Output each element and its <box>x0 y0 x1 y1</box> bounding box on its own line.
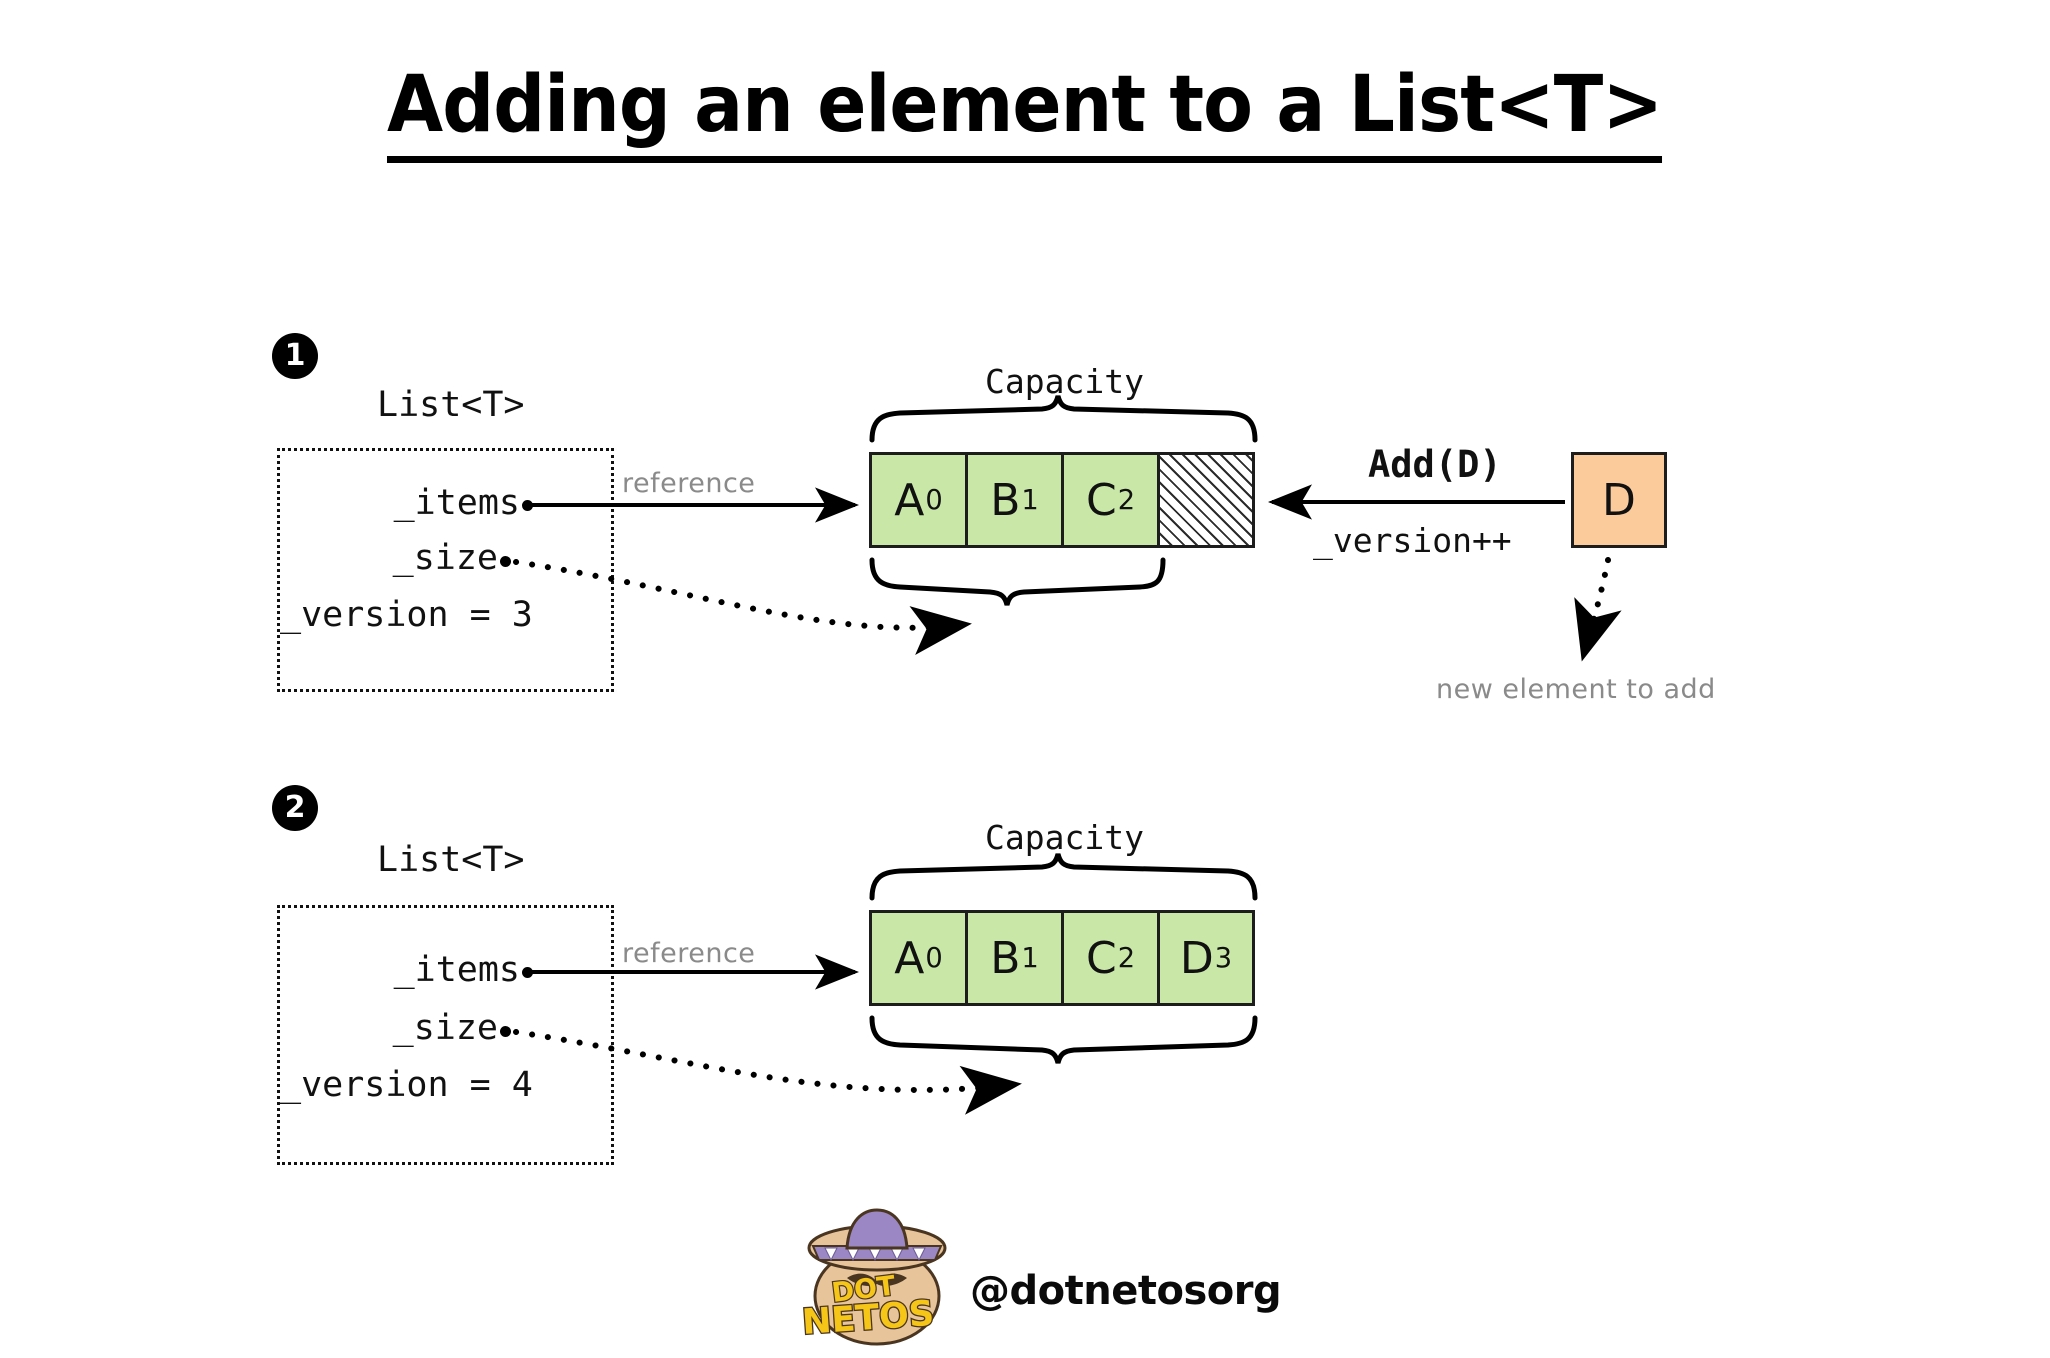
size-anchor-dot-2 <box>500 1026 511 1037</box>
cell-value: C <box>1085 932 1117 984</box>
list-caption-2: List<T> <box>377 840 525 880</box>
cell-index: 1 <box>1021 942 1039 974</box>
capacity-brace-2 <box>869 853 1258 901</box>
operation-label-1: Add(D) <box>1368 443 1502 486</box>
cell-index: 2 <box>1117 484 1136 516</box>
new-element-box: D <box>1571 452 1667 548</box>
size-anchor-dot-1 <box>500 556 511 567</box>
page-title-text: Adding an element to a List<T> <box>387 60 1664 163</box>
field-items-1: _items <box>393 483 520 523</box>
cell-value: A <box>894 474 925 526</box>
reference-label-1: reference <box>622 468 756 499</box>
reference-label-2: reference <box>622 938 756 969</box>
cell-index: 3 <box>1214 942 1233 974</box>
new-element-note: new element to add <box>1436 674 1716 705</box>
items-anchor-dot-2 <box>522 967 533 978</box>
cell-value: A <box>894 932 925 984</box>
field-version-1: _version = 3 <box>280 595 533 635</box>
cell-value: B <box>990 474 1021 526</box>
step-badge-2: 2 <box>272 785 318 831</box>
new-element-pointer <box>1574 557 1622 662</box>
field-version-2: _version = 4 <box>280 1065 533 1105</box>
cell-value: B <box>990 932 1021 984</box>
cell-value: C <box>1085 474 1117 526</box>
cell-index: 0 <box>925 942 943 974</box>
items-anchor-dot-1 <box>522 500 533 511</box>
step-badge-1: 1 <box>272 333 318 379</box>
list-caption-1: List<T> <box>377 385 525 425</box>
dotnetos-logo: DOT NETOS <box>800 1208 947 1346</box>
field-size-2: _size <box>392 1008 498 1048</box>
size-brace-2 <box>869 1015 1258 1064</box>
logo-netos-text: NETOS <box>801 1294 936 1343</box>
array-cell-3-step1-empty <box>1160 455 1252 545</box>
capacity-label-2: Capacity <box>985 818 1144 857</box>
cell-value: D <box>1179 932 1214 984</box>
field-size-1: _size <box>392 538 498 578</box>
social-handle: @dotnetosorg <box>970 1268 1282 1314</box>
cell-index: 1 <box>1021 484 1039 516</box>
cell-index: 2 <box>1117 942 1136 974</box>
capacity-brace-1 <box>869 395 1258 443</box>
page-title: Adding an element to a List<T> <box>0 60 2050 163</box>
size-brace-1 <box>869 557 1166 606</box>
field-items-2: _items <box>393 950 520 990</box>
capacity-label-1: Capacity <box>985 362 1144 401</box>
version-increment-label-1: _version++ <box>1313 521 1512 560</box>
cell-index: 0 <box>925 484 943 516</box>
new-element-value: D <box>1602 474 1636 526</box>
